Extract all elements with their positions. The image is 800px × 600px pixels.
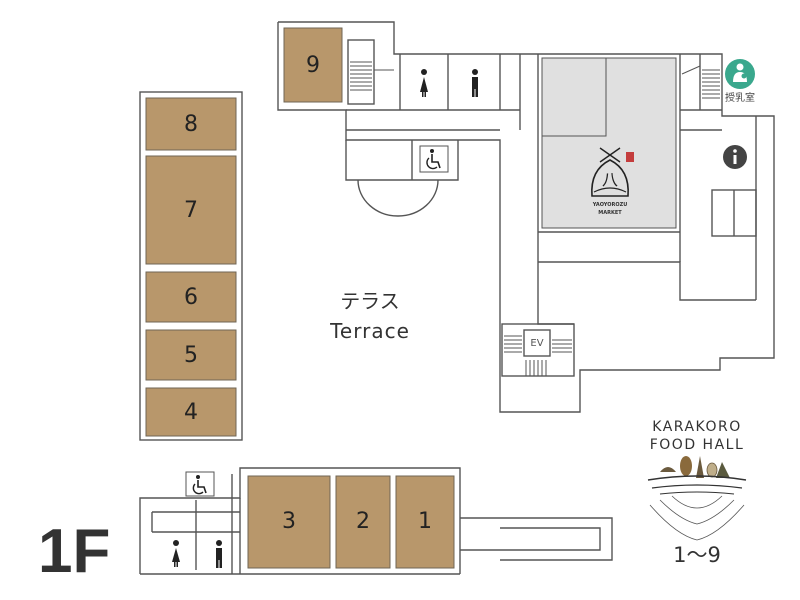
shop-number: 5: [184, 343, 198, 368]
shop-5[interactable]: 5: [145, 329, 237, 381]
food-hall-name-line2: FOOD HALL: [650, 437, 745, 453]
market-mark: 八: [602, 170, 618, 189]
male-restroom-icon-bottom: [216, 540, 222, 568]
stairs-east: [681, 65, 720, 99]
accessible-restroom-icon-bottom: [185, 471, 215, 497]
shop-number: 4: [184, 400, 198, 425]
shop-9[interactable]: 9: [283, 27, 343, 103]
nursing-room: 授乳室: [725, 59, 755, 104]
building-outline-bottom: [139, 467, 613, 575]
shop-4[interactable]: 4: [145, 387, 237, 437]
food-hall-range: 1～9: [673, 543, 721, 567]
market-logo-icon: 八: [591, 147, 634, 197]
shop-number: 8: [184, 112, 198, 137]
market-name-line2: MARKET: [598, 210, 622, 216]
shop-number: 9: [306, 53, 320, 78]
food-hall-logo: KARAKORO FOOD HALL 1～9: [647, 419, 747, 567]
shop-2[interactable]: 2: [335, 475, 391, 569]
yaoyorozu-market[interactable]: 八 YAOYOROZU MARKET: [541, 57, 677, 229]
market-name-line1: YAOYOROZU: [592, 202, 628, 208]
shop-number: 6: [184, 285, 198, 310]
elevator-block: EV: [501, 323, 575, 377]
terrace-label-jp: テラス: [340, 289, 400, 313]
shop-number: 3: [282, 509, 296, 534]
accessible-restroom-icon: [419, 145, 449, 173]
shop-number: 2: [356, 509, 370, 534]
male-restroom-icon: [472, 69, 478, 97]
shop-8[interactable]: 8: [145, 97, 237, 151]
shop-number: 1: [418, 509, 432, 534]
building-outline: [277, 21, 775, 413]
floor-label: 1F: [38, 517, 110, 586]
female-restroom-icon: [420, 69, 428, 97]
shop-7[interactable]: 7: [145, 155, 237, 265]
shop-number: 7: [184, 198, 198, 223]
shop-6[interactable]: 6: [145, 271, 237, 323]
food-basket-icon: [647, 456, 747, 541]
food-hall-name-line1: KARAKORO: [652, 419, 741, 435]
terrace-label-en: Terrace: [329, 319, 410, 343]
elevator-label: EV: [530, 338, 543, 349]
stairs-north: [347, 39, 394, 105]
info-icon[interactable]: [723, 145, 747, 169]
shop-3[interactable]: 3: [247, 475, 331, 569]
shop-1[interactable]: 1: [395, 475, 455, 569]
female-restroom-icon-bottom: [172, 540, 180, 567]
nursing-room-label: 授乳室: [725, 91, 755, 104]
